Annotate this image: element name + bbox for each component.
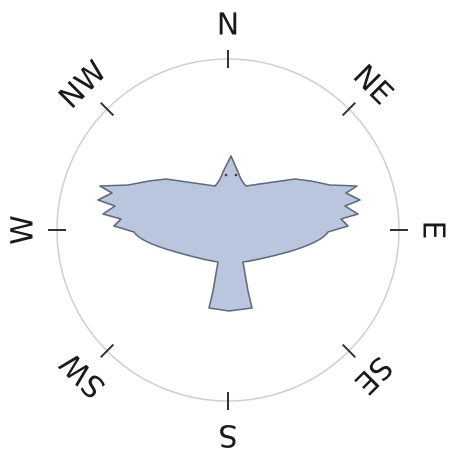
label-n: N <box>217 8 239 43</box>
label-s: S <box>218 418 237 453</box>
bird-eye-left <box>225 174 228 177</box>
bird-silhouette <box>98 156 360 311</box>
bird-icon <box>98 156 360 311</box>
bird-eye-right <box>235 174 238 177</box>
label-w: W <box>6 215 41 245</box>
label-e: E <box>416 221 451 240</box>
